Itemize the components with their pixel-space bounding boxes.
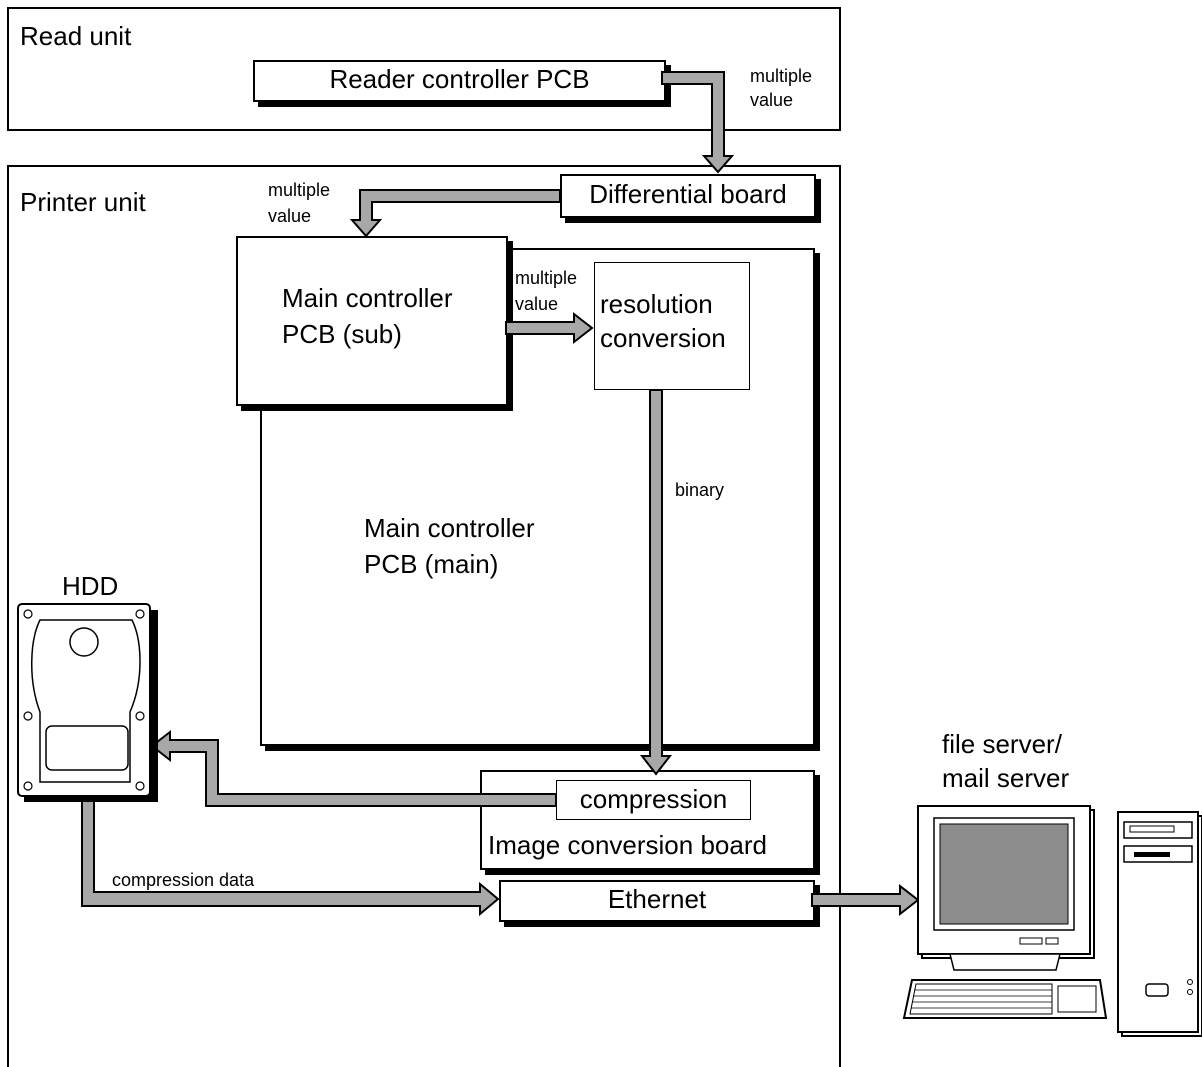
differential-board-label: Differential board (589, 179, 787, 209)
read-signal-label-1: multiple (750, 66, 813, 86)
signal-to-sub-label-2: value (268, 206, 312, 226)
arrow-reader-to-differential (661, 71, 735, 174)
resolution-label-1: resolution (600, 289, 713, 319)
image-conversion-board-label: Image conversion board (488, 830, 767, 860)
arrow-sub-to-resolution (505, 311, 594, 345)
read-unit-title: Read unit (20, 21, 132, 51)
arrow-compression-to-hdd (150, 729, 557, 807)
hdd-icon (17, 603, 158, 802)
arrow-resolution-to-compression (639, 389, 673, 776)
resolution-label-2: conversion (600, 323, 726, 353)
arrow-hdd-to-ethernet (81, 797, 500, 917)
arrow-ethernet-to-server (811, 883, 920, 917)
reader-controller-label: Reader controller PCB (329, 64, 590, 94)
printer-unit-title: Printer unit (20, 187, 146, 217)
arrow-differential-to-sub (349, 189, 561, 238)
resolution-conversion-block (594, 262, 750, 390)
compression-block (556, 780, 751, 820)
read-signal-label-2: value (750, 90, 794, 110)
hdd-label: HDD (62, 571, 119, 601)
reader-controller-pcb (253, 60, 666, 102)
server-label-1: file server/ (942, 729, 1062, 759)
printer-unit-box (7, 165, 841, 1067)
main-controller-sub-label-2: PCB (sub) (282, 319, 402, 349)
compression-data-label: compression data (112, 870, 255, 890)
signal-to-resolution-label-2: value (515, 294, 559, 314)
binary-label: binary (675, 480, 725, 500)
main-controller-sub-board (236, 236, 508, 406)
compression-label: compression (579, 784, 728, 814)
signal-to-resolution-label-1: multiple (515, 268, 578, 288)
signal-to-sub-label-1: multiple (268, 180, 331, 200)
main-controller-sub-label-1: Main controller (282, 283, 453, 313)
server-computer-icon (902, 805, 1202, 1037)
ethernet-box (499, 880, 815, 922)
main-controller-main-label-1: Main controller (364, 513, 535, 543)
main-controller-main-label-2: PCB (main) (364, 549, 499, 579)
server-label-2: mail server (942, 763, 1070, 793)
ethernet-label: Ethernet (607, 884, 707, 914)
